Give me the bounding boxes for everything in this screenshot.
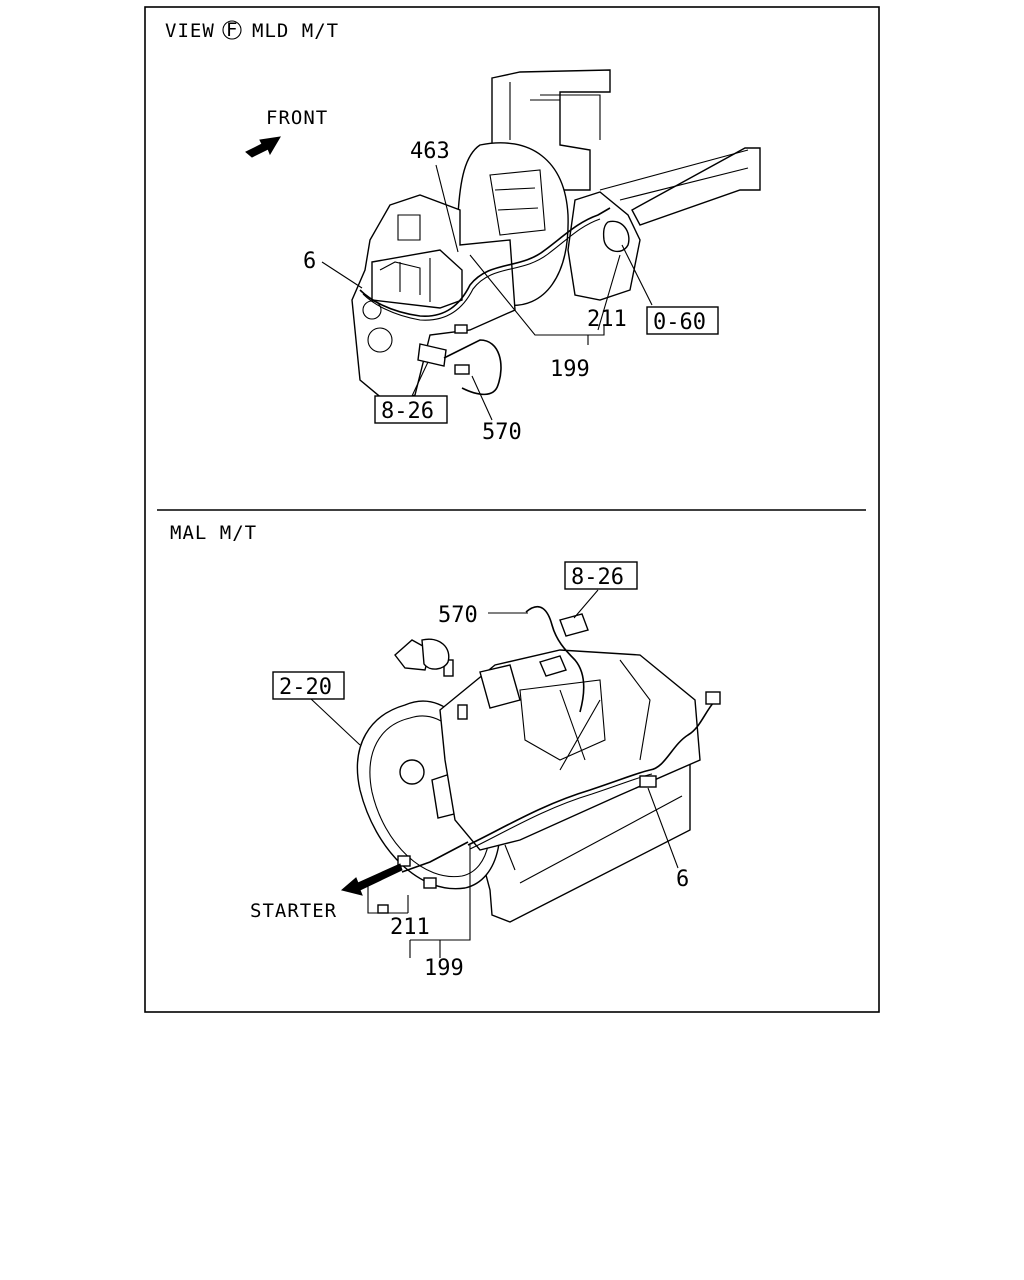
callout-leaders-top [321, 164, 653, 421]
ref-box-8-26-top [374, 395, 448, 424]
harness-wire-bottom [467, 701, 715, 846]
ref-2-20-label: 2-20 [279, 675, 332, 700]
callout-570-bottom: 570 [438, 603, 478, 628]
ref-box-0-60 [646, 306, 719, 335]
callout-211-bottom: 211 [390, 915, 430, 940]
harness-570-bottom [525, 606, 585, 713]
harness-wire-top [359, 207, 611, 317]
sensor-top [417, 343, 447, 367]
callout-leaders-bottom [309, 589, 679, 958]
callout-6-bottom: 6 [676, 867, 689, 892]
bottom-panel-title: MAL M/T [170, 522, 257, 544]
top-panel: VIEW F MLD M/T FRONT [165, 19, 761, 445]
transmission-bottom-illustration [394, 638, 701, 851]
starter-label: STARTER [250, 900, 337, 922]
ref-box-8-26-bottom [564, 561, 638, 590]
callout-199-bottom: 199 [424, 956, 464, 981]
top-panel-title-suffix: MLD M/T [252, 20, 339, 42]
starter-arrow-icon [340, 863, 403, 896]
front-label: FRONT [266, 107, 328, 129]
bottom-panel: MAL M/T [170, 522, 721, 981]
callout-570-top: 570 [482, 420, 522, 445]
view-circle-icon [222, 20, 242, 40]
ref-8-26-bottom-label: 8-26 [571, 565, 624, 590]
ref-box-2-20 [272, 671, 345, 700]
callout-6-top: 6 [303, 249, 316, 274]
harness-570-top [443, 339, 502, 396]
front-arrow-icon [245, 136, 281, 158]
top-panel-title-prefix: VIEW [165, 20, 215, 42]
callout-463-top: 463 [410, 139, 450, 164]
sensor-bottom [559, 613, 589, 637]
diagram-frame [144, 6, 880, 1013]
callout-199-top: 199 [550, 357, 590, 382]
transmission-top-illustration [351, 191, 641, 406]
top-panel-title-circled: F [226, 19, 238, 41]
callout-211-top: 211 [587, 307, 627, 332]
ref-8-26-top-label: 8-26 [381, 399, 434, 424]
ref-0-60-label: 0-60 [653, 310, 706, 335]
